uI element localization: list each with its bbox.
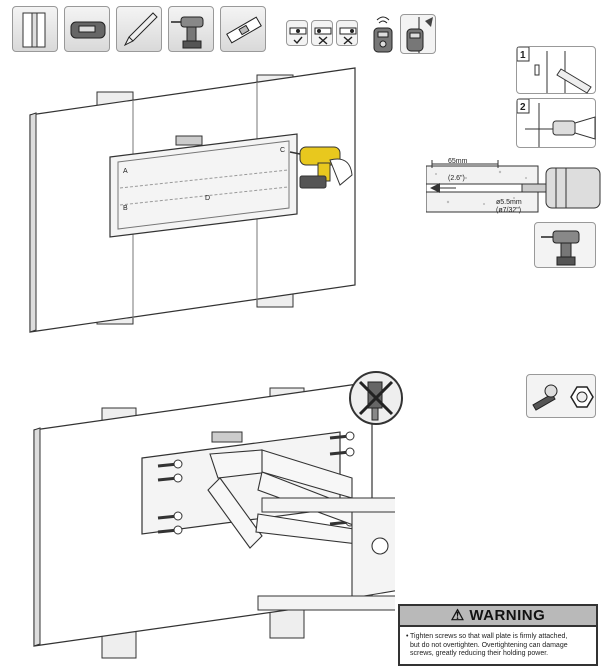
step-1-number: 1 (520, 50, 526, 61)
drill-step-icon (534, 222, 596, 268)
warning-line-1: Tighten screws so that wall plate is fir… (410, 633, 568, 640)
warning-title: WARNING (469, 607, 546, 624)
level-tilt-left-icon (311, 20, 333, 46)
level-tilt-right-icon (336, 20, 358, 46)
wall-plate-marking-scene: A B C D (29, 67, 356, 333)
level-icon (220, 6, 266, 52)
stud-finder-scan-icon (369, 14, 397, 54)
no-drill-icon (346, 368, 406, 428)
level-ok-icon (286, 20, 308, 46)
drill-depth-mm: 65mm (448, 158, 468, 165)
step-2-number: 2 (520, 102, 526, 113)
ratchet-socket-icon (526, 374, 596, 418)
drill-icon (168, 6, 214, 52)
drill-bit-in: (ø7/32") (496, 207, 521, 214)
drill-yellow-icon (289, 146, 353, 189)
warning-triangle-icon: ⚠ (450, 607, 465, 624)
warning-line-2: but do not overtighten. Overtightening c… (410, 641, 568, 649)
warning-box: ⚠ WARNING •Tighten screws so that wall p… (398, 604, 598, 666)
wallplate-letter-a: A (123, 168, 128, 175)
warning-text: •Tighten screws so that wall plate is fi… (406, 633, 568, 657)
stud-wall-icon (12, 6, 58, 52)
step-2-panel: 2 (516, 98, 596, 148)
wallplate-letter-d: D (205, 195, 210, 202)
warning-line-3: screws, greatly reducing their holding p… (410, 650, 549, 657)
wallplate-letter-b: B (123, 205, 128, 212)
drill-bit-mm: ø5.5mm (496, 199, 522, 206)
mount-installation-scene (33, 381, 395, 659)
stud-finder-mark-icon (400, 14, 436, 54)
step-1-panel: 1 (516, 46, 596, 94)
drill-spec-diagram: 65mm (2.6") ø5.5mm (ø7/32") (425, 158, 602, 220)
warning-header: ⚠ WARNING (400, 606, 596, 627)
stud-finder-icon (64, 6, 110, 52)
wall-plate (109, 133, 298, 238)
pencil-icon (116, 6, 162, 52)
wallplate-letter-c: C (280, 147, 285, 154)
drill-depth-in: (2.6") (448, 175, 465, 182)
